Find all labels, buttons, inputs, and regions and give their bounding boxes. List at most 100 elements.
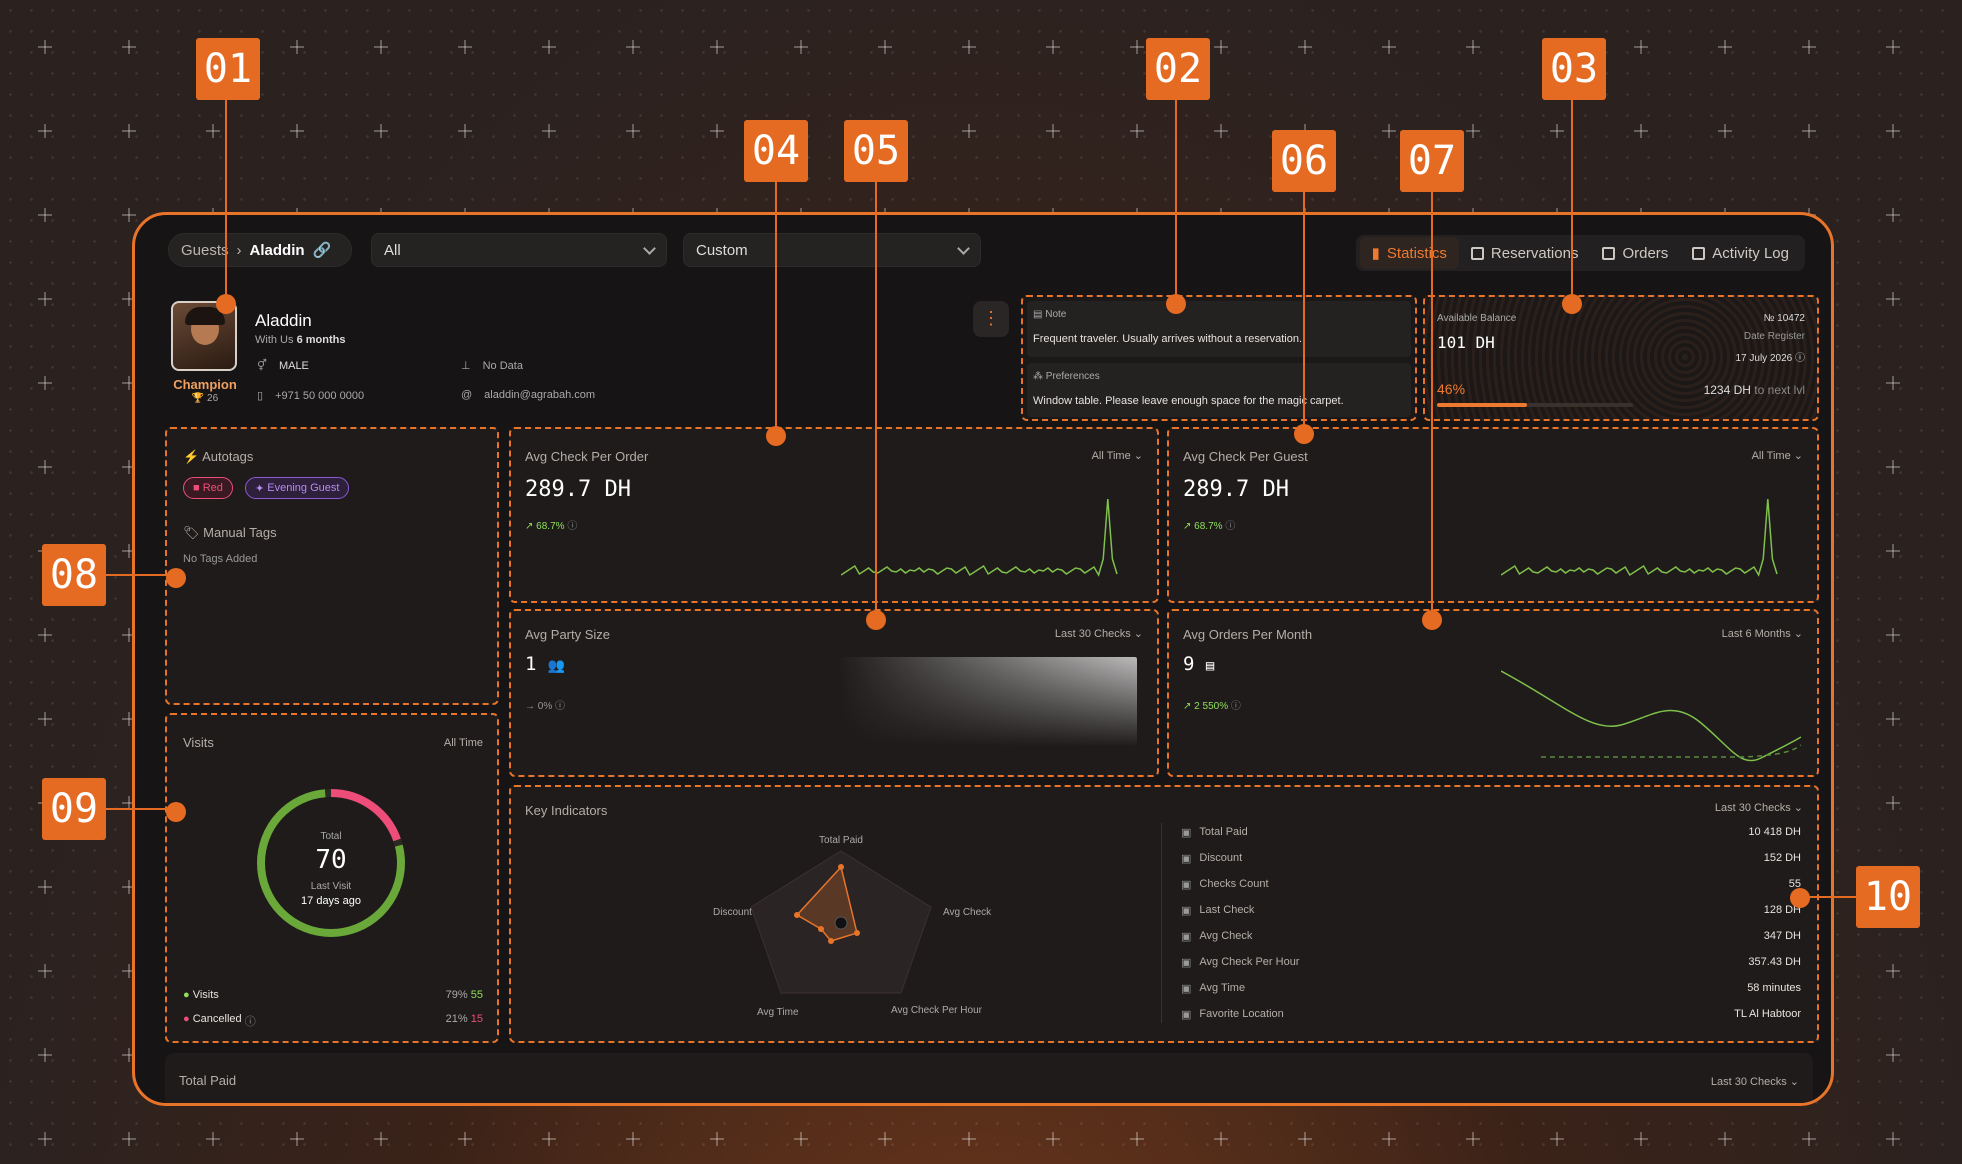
callout-badge: 08 (42, 544, 106, 606)
breadcrumb[interactable]: Guests›Aladdin🔗 (168, 233, 352, 267)
plus-mark (1886, 124, 1900, 138)
progress-track (1437, 403, 1633, 407)
more-options-button[interactable]: ⋮ (973, 301, 1009, 337)
plus-mark (1466, 1132, 1480, 1146)
info-icon[interactable]: ⓘ (555, 701, 566, 712)
visits-period[interactable]: All Time (443, 737, 483, 749)
plus-mark (1634, 40, 1648, 54)
indicator-label: Last Check (1199, 904, 1255, 916)
metric-period[interactable]: All Time ⌄ (1751, 450, 1803, 462)
indicator-label: Avg Time (1199, 982, 1246, 994)
callout-dot (1294, 424, 1314, 444)
discount-icon: ▣ (1181, 852, 1192, 865)
metric-period[interactable]: Last 6 Months ⌄ (1721, 628, 1803, 640)
plus-mark (290, 1132, 304, 1146)
tab-label: Reservations (1490, 244, 1579, 262)
plus-mark (1886, 628, 1900, 642)
metric-value: 1 👥 (525, 653, 565, 675)
plus-mark (1802, 1132, 1816, 1146)
plus-mark (878, 40, 892, 54)
metric-delta: ↗ 2 550% ⓘ (1183, 701, 1241, 712)
plus-mark (374, 124, 388, 138)
callout-badge: 03 (1542, 38, 1606, 100)
sparkline (841, 498, 1118, 577)
plus-mark (38, 1048, 52, 1062)
plus-mark (1130, 1132, 1144, 1146)
plus-mark (794, 1132, 808, 1146)
plus-mark (38, 712, 52, 726)
plus-mark (626, 124, 640, 138)
last-visit-value: 17 days ago (301, 895, 361, 907)
plus-mark (1886, 208, 1900, 222)
total-paid-card: Total Paid Last 30 Checks ⌄ (165, 1053, 1813, 1103)
plus-mark (1298, 40, 1312, 54)
breadcrumb-root[interactable]: Guests (181, 241, 229, 259)
link-icon[interactable]: 🔗 (312, 242, 332, 259)
plus-mark (1886, 712, 1900, 726)
receipt-icon (1602, 246, 1616, 260)
callout-line (106, 574, 176, 576)
tab-label: Activity Log (1712, 244, 1789, 262)
visits-ring (257, 789, 405, 937)
tag-evening-guest[interactable]: ✦ Evening Guest (245, 477, 350, 499)
plus-mark (1214, 1132, 1228, 1146)
metric-delta-value: 68.7% (1194, 521, 1223, 532)
bar-chart-icon: ▮ (1371, 245, 1380, 262)
callout-badge: 10 (1856, 866, 1920, 928)
plus-mark (38, 628, 52, 642)
party-size-bar (837, 657, 1137, 747)
segment-select[interactable]: All (371, 233, 667, 267)
plus-mark (38, 124, 52, 138)
callout-badge: 06 (1272, 130, 1336, 192)
callout-dot (1166, 294, 1186, 314)
tab-statistics[interactable]: ▮Statistics (1359, 237, 1459, 269)
info-icon[interactable]: ⓘ (244, 1016, 256, 1028)
key-indicators-period[interactable]: Last 30 Checks ⌄ (1714, 802, 1803, 814)
callout-badge: 02 (1146, 38, 1210, 100)
tier-label: Champion (173, 377, 237, 392)
plus-mark (1886, 460, 1900, 474)
radar-label: Discount (713, 907, 752, 918)
visits-total-label: Total (320, 831, 342, 842)
tag-red[interactable]: ■ Red (183, 477, 233, 499)
metric-period[interactable]: All Time ⌄ (1091, 450, 1143, 462)
info-icon[interactable]: ⓘ (1230, 701, 1241, 712)
metric-card-avg-orders-month: Avg Orders Per Month Last 6 Months ⌄ 9 ▤… (1167, 609, 1819, 777)
info-icon[interactable]: ⓘ (1225, 521, 1236, 532)
info-icon[interactable]: ⓘ (1795, 353, 1805, 364)
plus-mark (542, 124, 556, 138)
tab-reservations[interactable]: Reservations (1459, 237, 1591, 269)
plus-mark (38, 208, 52, 222)
callout-line (1800, 896, 1856, 898)
metric-period-text: All Time (1751, 450, 1791, 462)
radar-label: Avg Check (943, 907, 992, 918)
total-paid-period[interactable]: Last 30 Checks ⌄ (1710, 1076, 1799, 1088)
avatar[interactable] (171, 301, 237, 371)
radar-label: Avg Check Per Hour (891, 1005, 983, 1016)
period-select[interactable]: Custom (683, 233, 981, 267)
gender-value: MALE (278, 360, 309, 372)
tier-points-value: 26 (207, 393, 219, 404)
metric-delta-value: 68.7% (536, 521, 565, 532)
visits-card: Visits All Time Total 70 Last Visit 17 d… (165, 713, 499, 1043)
company-field: ⊥No Data (461, 359, 523, 372)
callout-badge: 01 (196, 38, 260, 100)
plus-mark (1886, 544, 1900, 558)
info-icon[interactable]: ⓘ (567, 521, 578, 532)
metric-period[interactable]: Last 30 Checks ⌄ (1054, 628, 1143, 640)
period-value: Custom (696, 241, 748, 259)
plus-mark (1130, 40, 1144, 54)
tab-activity-log[interactable]: Activity Log (1680, 237, 1801, 269)
shapes-icon: ⁂ (1033, 371, 1043, 382)
trend-baseline (1541, 744, 1801, 758)
bolt-icon: ⚡ (183, 449, 200, 464)
people-icon: 👥 (547, 658, 566, 674)
timer-icon: ▣ (1181, 982, 1192, 995)
manual-tags-empty: No Tags Added (183, 553, 258, 565)
tab-label: Orders (1622, 244, 1669, 262)
plus-mark (122, 124, 136, 138)
tab-orders[interactable]: Orders (1590, 237, 1680, 269)
